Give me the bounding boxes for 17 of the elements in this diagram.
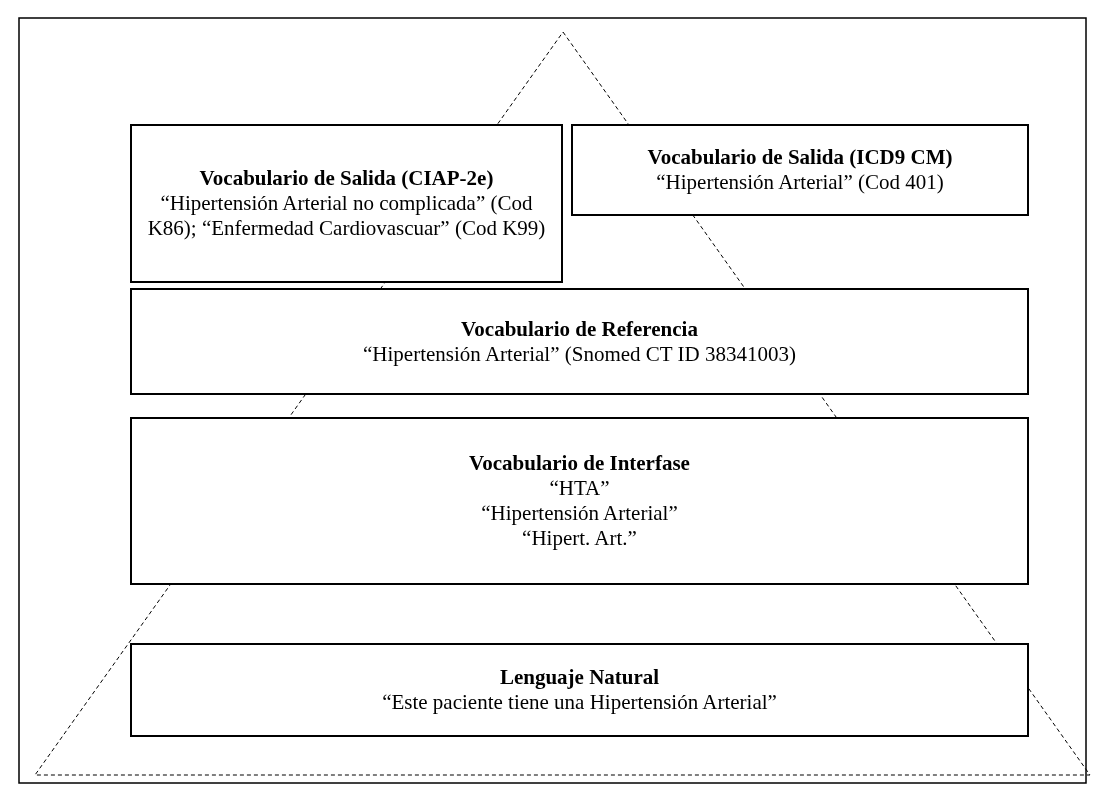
box-heading: Vocabulario de Salida (CIAP-2e) (199, 166, 494, 192)
text-box (130, 417, 1029, 585)
box-text: “Hipertensión Arterial” (Snomed CT ID 38341003) (363, 341, 796, 367)
box-text: “Hipert. Art.” (522, 525, 637, 551)
text-box (571, 124, 1029, 216)
box-heading: Vocabulario de Interfase (469, 451, 690, 477)
box-text: “HTA” (549, 476, 610, 501)
box-text: “Hipertensión Arterial” (Cod 401) (656, 170, 944, 195)
box-text: “Hipertensión Arterial no complicada” (Cod K86); “Enfermedad Cardiovascuar” (Cod K99) (146, 191, 547, 241)
box-heading: Lenguaje Natural (499, 665, 660, 690)
text-box (130, 643, 1029, 737)
box-text: “Hipertensión Arterial” (481, 501, 678, 526)
box-text: “Este paciente tiene una Hipertensión Arterial” (382, 690, 777, 715)
box-heading: Vocabulario de Salida (ICD9 CM) (647, 145, 953, 170)
text-box (130, 124, 563, 283)
text-box (130, 288, 1029, 395)
box-heading: Vocabulario de Referencia (461, 316, 698, 342)
